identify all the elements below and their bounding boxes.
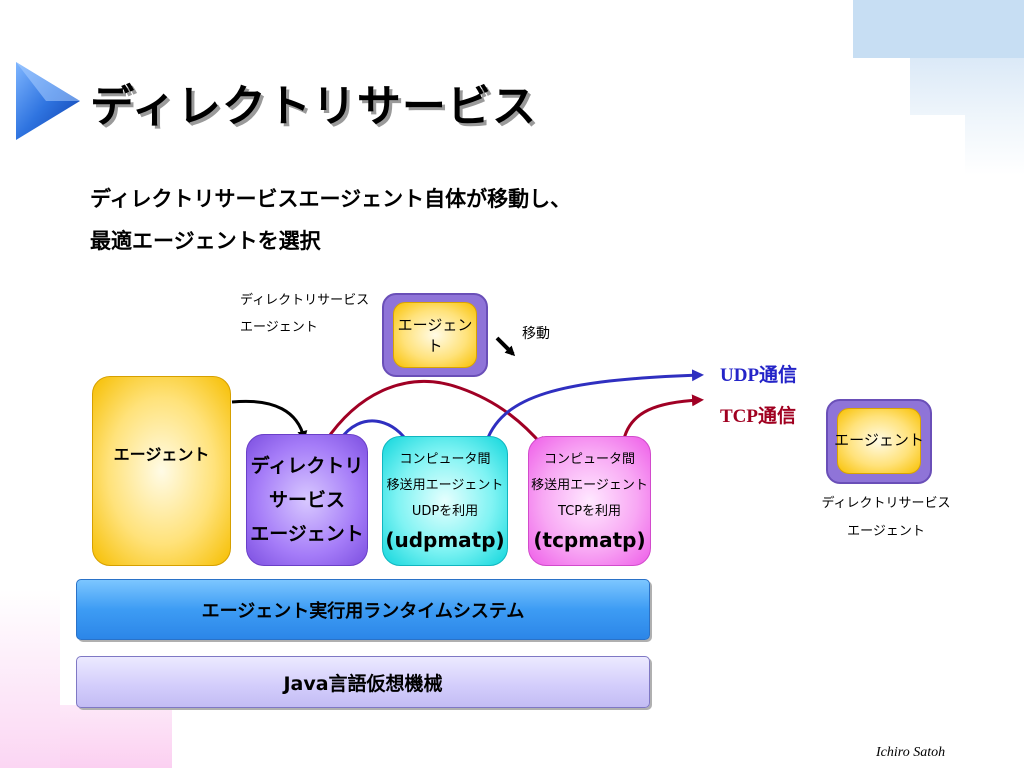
agent-to-directory-arrow: [231, 399, 308, 441]
moving-agent-inner: エージェント: [393, 302, 477, 368]
bg-block-bottom-left-3: [0, 590, 60, 650]
move-arrow: [495, 336, 516, 357]
moving-agent-caption: ディレクトリサービス エージェント: [240, 287, 369, 341]
remote-agent-inner: [837, 408, 921, 474]
remote-agent-caption-line-1: ディレクトリサービス: [821, 496, 951, 511]
tcp-to-remote-arrow: [621, 394, 704, 445]
directory-service-agent-box: ディレクトリ サービス エージェント: [246, 434, 368, 566]
subtitle-line-2: 最適エージェントを選択: [90, 229, 321, 253]
moving-agent-box: エージェント: [382, 293, 488, 377]
subtitle: ディレクトリサービスエージェント自体が移動し、 最適エージェントを選択: [90, 178, 571, 262]
tcp-line-2: 移送用エージェント: [531, 478, 648, 493]
bg-block-top-right-3: [965, 115, 1024, 175]
remote-agent-box: エージェント: [826, 399, 932, 484]
udp-line-1: コンピュータ間: [399, 452, 491, 467]
page-title: ディレクトリサービス: [90, 81, 537, 132]
bg-block-top-right: [853, 0, 1024, 58]
runtime-system-bar: エージェント実行用ランタイムシステム: [76, 579, 650, 640]
bg-block-bottom-left-2: [60, 705, 172, 768]
bg-block-top-right-2: [910, 58, 1024, 115]
java-vm-bar: Java言語仮想機械: [76, 656, 650, 708]
tcp-module-name: (tcpmatp): [533, 528, 646, 552]
directory-to-tcp-arrow: [323, 380, 546, 450]
moving-agent-label: エージェント: [397, 316, 473, 355]
bg-block-bottom-left: [0, 650, 60, 768]
directory-agent-line-1: ディレクトリ: [250, 455, 364, 477]
moving-agent-caption-line-2: エージェント: [240, 320, 318, 335]
udpmatp-box: コンピュータ間 移送用エージェント UDPを利用 (udpmatp): [382, 436, 508, 566]
move-label: 移動: [522, 326, 550, 342]
directory-agent-line-3: エージェント: [250, 523, 364, 545]
author-label: Ichiro Satoh: [876, 745, 946, 760]
agent-label: エージェント: [113, 445, 210, 464]
title-arrow-icon: [16, 62, 80, 140]
agent-box: エージェント: [92, 376, 231, 566]
directory-agent-line-2: サービス: [268, 489, 345, 511]
udp-module-name: (udpmatp): [385, 528, 505, 552]
udp-line-3: UDPを利用: [411, 504, 479, 519]
subtitle-line-1: ディレクトリサービスエージェント自体が移動し、: [90, 187, 572, 211]
remote-agent-caption-line-2: エージェント: [847, 524, 925, 539]
udp-channel-label: UDP通信: [720, 365, 798, 386]
remote-agent-caption: ディレクトリサービス エージェント: [812, 490, 960, 546]
tcp-line-1: コンピュータ間: [543, 452, 635, 467]
moving-agent-caption-line-1: ディレクトリサービス: [240, 293, 370, 308]
udp-to-remote-arrow: [483, 369, 704, 447]
tcpmatp-box: コンピュータ間 移送用エージェント TCPを利用 (tcpmatp): [528, 436, 651, 566]
tcp-line-3: TCPを利用: [557, 504, 622, 519]
udp-line-2: 移送用エージェント: [386, 478, 504, 493]
remote-agent-label: エージェント: [834, 431, 924, 449]
tcp-channel-label: TCP通信: [720, 406, 797, 427]
